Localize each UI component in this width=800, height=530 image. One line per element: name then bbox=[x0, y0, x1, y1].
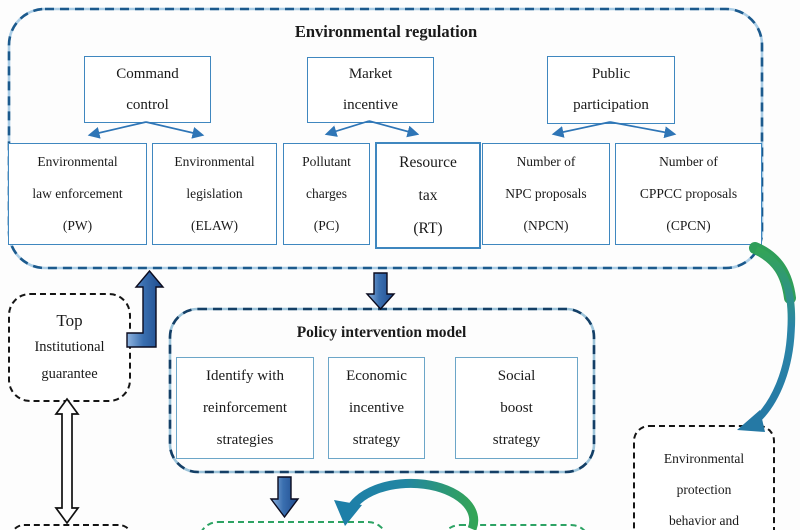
legislation-box: Environmental legislation (ELAW) bbox=[152, 143, 277, 245]
label-line: reinforcement bbox=[202, 400, 288, 416]
label-line: Number of bbox=[516, 154, 576, 169]
label-line: Environmental bbox=[37, 154, 118, 169]
label-line: incentive bbox=[343, 97, 398, 113]
label-line: Pollutant bbox=[302, 154, 351, 169]
env-protection-behavior-box: Environmental protection behavior and bbox=[633, 425, 775, 530]
label-line: strategies bbox=[216, 432, 274, 448]
bottom-left-dashed-box bbox=[10, 524, 133, 530]
arrow-regulation-to-policy bbox=[365, 272, 396, 311]
label-line: (RT) bbox=[413, 220, 443, 237]
label-line: Identify with bbox=[206, 368, 284, 384]
label-line: behavior and bbox=[668, 513, 740, 528]
reinforcement-strategies-box: Identify with reinforcement strategies bbox=[176, 357, 314, 459]
label-line: Environmental bbox=[663, 451, 745, 466]
label-line: Institutional bbox=[34, 339, 105, 355]
label-line: Public bbox=[591, 66, 631, 82]
label-line: CPPCC proposals bbox=[639, 186, 738, 201]
public-participation-box: Public participation bbox=[547, 56, 675, 124]
connector-command-to-elaw bbox=[145, 121, 205, 139]
label-line: Number of bbox=[659, 154, 718, 169]
label-line: guarantee bbox=[41, 366, 98, 382]
label-line: protection bbox=[676, 482, 732, 497]
label-line: law enforcement bbox=[32, 186, 123, 201]
label-line: incentive bbox=[349, 400, 404, 416]
label-line: (PC) bbox=[313, 218, 340, 233]
label-line: tax bbox=[418, 187, 438, 204]
label-line: charges bbox=[306, 186, 347, 201]
label-line: legislation bbox=[186, 186, 243, 201]
label-line: (NPCN) bbox=[523, 218, 569, 233]
label-line: NPC proposals bbox=[505, 186, 587, 201]
label-line: (PW) bbox=[62, 218, 93, 233]
arrow-institutional-to-regulation bbox=[126, 269, 165, 348]
label-line: Environmental bbox=[174, 154, 255, 169]
arrow-right-curve-start bbox=[749, 242, 796, 304]
policy-model-title: Policy intervention model bbox=[296, 324, 467, 341]
pollutant-charges-box: Pollutant charges (PC) bbox=[283, 143, 370, 245]
label-line: strategy bbox=[352, 432, 401, 448]
economic-incentive-strategy-box: Economic incentive strategy bbox=[328, 357, 425, 459]
label-line: control bbox=[126, 96, 169, 113]
arrow-regulation-to-behavior bbox=[750, 246, 796, 426]
label-line: Market bbox=[348, 66, 393, 82]
label-line: Social bbox=[497, 368, 536, 384]
label-line: Top bbox=[56, 311, 83, 330]
arrow-policy-to-bottom bbox=[269, 476, 300, 519]
label-line: Economic bbox=[346, 368, 407, 384]
label-line: strategy bbox=[492, 432, 541, 448]
label-line: boost bbox=[500, 400, 533, 416]
top-institutional-guarantee-box: Top Institutional guarantee bbox=[8, 293, 131, 402]
bottom-green-box-right bbox=[440, 524, 591, 530]
cppcc-proposals-box: Number of CPPCC proposals (CPCN) bbox=[615, 143, 762, 245]
label-line: Command bbox=[116, 65, 179, 82]
connector-command-to-pw bbox=[87, 121, 147, 139]
social-boost-strategy-box: Social boost strategy bbox=[455, 357, 578, 459]
label-line: (ELAW) bbox=[191, 218, 238, 233]
label-line: participation bbox=[573, 97, 649, 113]
npc-proposals-box: Number of NPC proposals (NPCN) bbox=[482, 143, 610, 245]
market-incentive-box: Market incentive bbox=[307, 57, 434, 123]
command-control-box: Command control bbox=[84, 56, 211, 123]
label-line: Resource bbox=[399, 154, 457, 171]
env-regulation-title: Environmental regulation bbox=[294, 22, 478, 41]
arrow-institutional-bottom-double bbox=[54, 397, 80, 525]
law-enforcement-box: Environmental law enforcement (PW) bbox=[8, 143, 147, 245]
bottom-green-box-left bbox=[198, 521, 388, 530]
label-line: (CPCN) bbox=[666, 218, 711, 233]
resource-tax-box: Resource tax (RT) bbox=[375, 142, 481, 249]
